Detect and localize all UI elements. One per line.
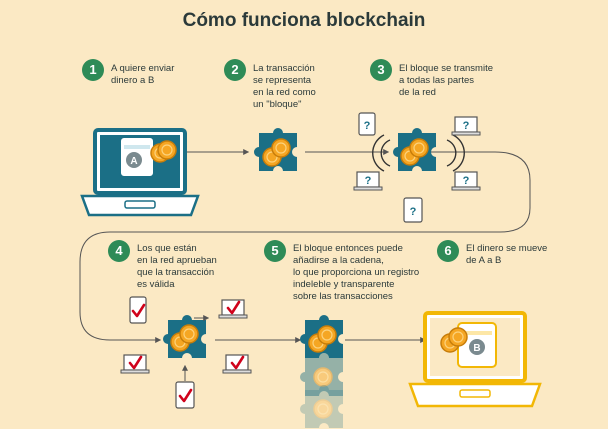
step-3-number: 3 (370, 59, 392, 81)
computer-node-icon: ? (353, 171, 383, 191)
signal-waves-icon (372, 134, 465, 172)
svg-text:?: ? (365, 175, 372, 187)
step-4-text: Los que están en la red aprueban que la … (137, 243, 217, 290)
page-title: Cómo funciona blockchain (182, 10, 426, 31)
coin-icon (157, 140, 177, 160)
step-2-text: La transacción se representa en la red c… (253, 63, 316, 110)
step-6-number: 6 (437, 240, 459, 262)
svg-text:?: ? (410, 206, 417, 218)
phone-node-icon (175, 381, 195, 409)
chain-icon (300, 315, 343, 428)
receiver-label: B (473, 343, 480, 354)
coin-icon (271, 138, 291, 158)
coin-icon (448, 327, 468, 347)
computer-node-icon (120, 354, 150, 374)
step-1-number: 1 (82, 59, 104, 81)
coin-icon (317, 325, 337, 345)
step-1-text: A quiere enviar dinero a B (111, 63, 175, 86)
step-5-number: 5 (264, 240, 286, 262)
computer-node-icon (218, 299, 248, 319)
wallet-icon (457, 322, 497, 368)
sender-label: A (130, 156, 137, 167)
step-2-number: 2 (224, 59, 246, 81)
svg-text:?: ? (463, 120, 470, 132)
step-4-number: 4 (108, 240, 130, 262)
phone-node-icon: ? (403, 197, 423, 223)
coin-icon (179, 324, 199, 344)
computer-node-icon: ? (451, 171, 481, 191)
arrow-icon (79, 151, 531, 343)
phone-node-icon: ? (358, 112, 376, 136)
phone-node-icon (129, 296, 147, 324)
step-5-text: El bloque entonces puede añadirse a la c… (293, 243, 420, 302)
computer-node-icon (222, 354, 252, 374)
step-6-text: El dinero se mueve de A a B (466, 243, 548, 266)
step-3-text: El bloque se transmite a todas las parte… (399, 63, 493, 98)
wallet-icon (119, 136, 155, 178)
node-unknown: ? (364, 120, 371, 132)
computer-node-icon: ? (451, 116, 481, 136)
svg-text:?: ? (463, 175, 470, 187)
coin-icon (409, 138, 429, 158)
